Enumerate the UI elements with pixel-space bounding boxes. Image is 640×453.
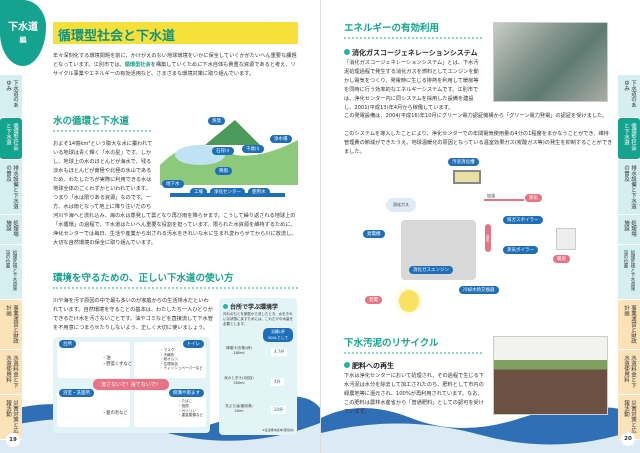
wave-decoration [321,406,640,453]
right-side-tabs: 下水道のあゆみ 循環型社会と下水道 排水設備と下水道の普及 処理場施設 処理区域… [618,75,640,440]
left-side-tabs: 下水道のあゆみ 循環型社会と下水道 排水設備と下水道の普及 処理場施設 処理区域… [0,75,22,440]
label-engine: 消化ガスエンジン [409,266,453,274]
label-steam-boiler: 蒸気ボイラー [503,246,538,254]
tab-service-area[interactable]: 処理区域と下水道施設の位置 [0,245,22,300]
label-used-water: 使用水 [248,188,270,196]
section-heading-sludge: 下水汚泥のリサイクル [344,335,482,354]
card-kitchen: 台所・油 ・野菜くずなど [57,340,132,378]
page-title: 循環型社会と下水道 [53,22,298,44]
badge-title: 下水道 [8,22,38,33]
left-page: 下水道編 循環型社会と下水道 年々深刻化する環境問題を前に、かけがえのない地球環… [0,0,320,453]
tab-history[interactable]: 下水道のあゆみ [0,75,22,118]
label-ishikari-river: 石狩川 [212,147,234,155]
label-evaporation: 蒸発 [208,117,225,125]
label-digestion-gas: 消化ガス [386,198,416,212]
card-gutter: 側溝や雨ます・たばこ ・吸殻 ・ガソリン ・重金属類など [134,389,206,427]
certification-text: この発電設備は、2004(平成16)年10月にグリーン電力認証機構から「グリーン… [344,113,608,119]
sidebox-text: 汚れのもとを家庭から流したとき、水をきれいな状態に戻すためには、これだけの水量を… [223,312,293,326]
cogeneration-text: 「消化ガスコージェネレーションシステム」とは、下水汚泥処理過程で発生する消化ガス… [344,60,479,111]
section-heading-energy: エネルギーの有効利用 [344,20,482,39]
subheading-fertilizer: 肥料への再生 [344,361,394,371]
label-rain: 降雨 [215,167,232,175]
tab-charges[interactable]: 水道料金と下水道使用料 [618,350,640,395]
label-factory: 工場 [190,188,207,196]
subheading-cogeneration: 消化ガスコージェネレーションシステム [344,48,478,58]
cogeneration-diagram: 汚泥消化槽 加温 蒸気 消化ガス 排ガスボイラー 蒸気ボイラー 温水 暖房 発電… [341,158,621,330]
badge-sub: 編 [19,36,27,44]
tab-service-area[interactable]: 処理区域と下水道施設の位置 [618,245,640,300]
dont-flush-panel: 台所・油 ・野菜くずなど トイレ・マスク ・不織布 ・紙オムツ ・生理用品 ・テ… [53,337,210,433]
card-toilet: トイレ・マスク ・不織布 ・紙オムツ ・生理用品 ・ティッシュペーパーなど [134,340,206,378]
page-number: 20 [621,432,635,446]
label-heating-room: 暖房 [553,255,570,263]
page-number: 19 [6,433,20,447]
label-heat-exchanger: 冷却水熱交換器 [459,286,499,294]
right-page: エネルギーの有効利用 消化ガスコージェネレーションシステム 「消化ガスコージェネ… [320,0,640,453]
section-heading-proper-use: 環境を守るための、正しい下水道の使い方 [53,270,298,289]
proper-use-text: 川や海を汚す原因の中で最も多いのが家庭からの生活排水だといわれています。自然環境… [53,298,213,331]
tab-finance[interactable]: 事業運営と財政計画 [0,300,22,350]
kitchen-environment-box: 台所で学ぶ環境学 汚れのもとを家庭から流したとき、水をきれいな状態に戻すためには… [219,298,297,435]
section-badge: 下水道編 [0,0,46,66]
water-cycle-illustration: 蒸発 浄水場 石狩川 千歳川 降雨 地下水 工場 浄化センター 使用水 [160,115,298,203]
digester-icon [453,170,481,184]
label-exhaust-boiler: 排ガスボイラー [503,216,543,224]
fertilizer-text: 下水は浄化センターにおいて処理され、その過程で生じる下水汚泥は水分を除去して加工… [344,373,484,415]
benefit-text: このシステムを導入したことにより、浄化センターでの年間電気使用量の4分の1程度を… [344,131,613,155]
bathtub-unit: 浴槽1杯 300Lとして [263,328,293,342]
tab-recycling-society[interactable]: 循環型社会と下水道 [0,118,22,160]
label-heating: 加温 [487,193,495,198]
label-digester: 汚泥消化槽 [448,158,479,166]
label-hot-water: 温水 [485,224,491,252]
tab-recycling-society[interactable]: 循環型社会と下水道 [618,118,640,160]
label-power: 発電 [365,296,382,304]
label-purification-center: 浄化センター [210,188,245,196]
heating-arrow [484,199,524,201]
tab-finance[interactable]: 事業運営と財政計画 [618,300,640,350]
card-bathroom: 浴室・洗面所・髪の毛など [57,389,130,427]
tab-facilities[interactable]: 処理場施設 [0,215,22,245]
sidebox-title: 台所で学ぶ環境学 [223,302,278,311]
water-cycle-text: およそ14億km³という膨大な水に覆われている地球は青く輝く「水の星」です。しか… [53,141,297,246]
label-chitose-river: 千歳川 [242,145,264,153]
intro-text: 年々深刻化する環境問題を前に、かけがえのない地球環境をいかに保全していくかがたい… [53,53,297,77]
dont-flush-banner: 流さないで！捨てないで！ [93,379,169,390]
tab-charges[interactable]: 水道料金と下水道使用料 [0,350,22,395]
source-note: ※生活排水読本(環境省) [262,428,294,432]
section-heading-water-cycle: 水の循環と下水道 [53,113,151,132]
tab-drainage[interactable]: 排水設備と下水道の普及 [618,160,640,215]
heater-icon [556,228,576,250]
tab-history[interactable]: 下水道のあゆみ [618,75,640,118]
label-steam: 蒸気 [525,194,542,202]
engine-photo [493,22,608,102]
lightbulb-icon [399,290,419,312]
tab-facilities[interactable]: 処理場施設 [618,215,640,245]
tab-drainage[interactable]: 排水設備と下水道の普及 [0,160,22,215]
label-water-plant: 浄水場 [270,135,292,143]
tractor-photo [493,336,608,415]
label-generator: 発電機 [363,230,385,238]
label-groundwater: 地下水 [162,180,184,188]
